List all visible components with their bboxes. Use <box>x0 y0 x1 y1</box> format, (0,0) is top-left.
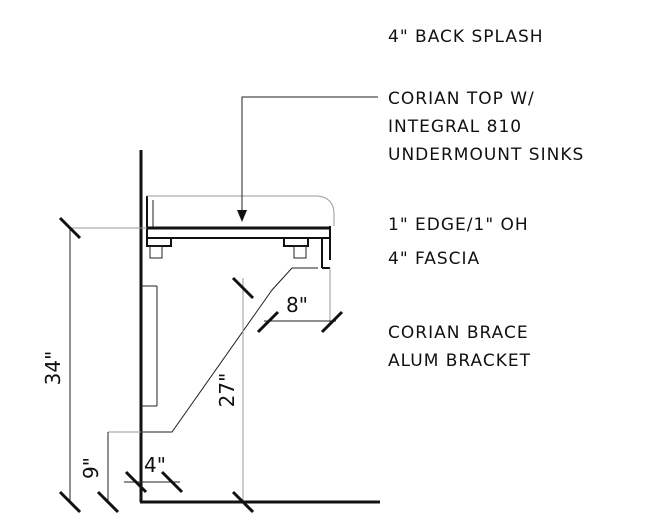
note-fascia: 4" FASCIA <box>388 249 480 269</box>
dim-8-label: 8" <box>286 293 308 317</box>
countertop-profile <box>146 195 335 269</box>
top-leader <box>237 96 378 222</box>
note-bracket: ALUM BRACKET <box>388 351 531 371</box>
dim-9-label: 9" <box>79 457 103 479</box>
dim-27-label: 27" <box>215 373 239 408</box>
note-edge: 1" EDGE/1" OH <box>388 215 529 235</box>
dim-4-label: 4" <box>144 453 166 477</box>
dim-27 <box>231 276 255 514</box>
note-back-splash: 4" BACK SPLASH <box>388 27 544 47</box>
note-top-line3: UNDERMOUNT SINKS <box>388 145 584 165</box>
note-top-line2: INTEGRAL 810 <box>388 117 522 137</box>
dim-34 <box>58 216 82 514</box>
dim-9 <box>96 432 120 514</box>
note-brace: CORIAN BRACE <box>388 323 529 343</box>
note-top-line1: CORIAN TOP W/ <box>388 89 535 109</box>
dim-34-label: 34" <box>41 351 65 386</box>
dim-8 <box>256 310 344 334</box>
dim-4 <box>124 470 184 494</box>
bracket <box>141 267 318 433</box>
